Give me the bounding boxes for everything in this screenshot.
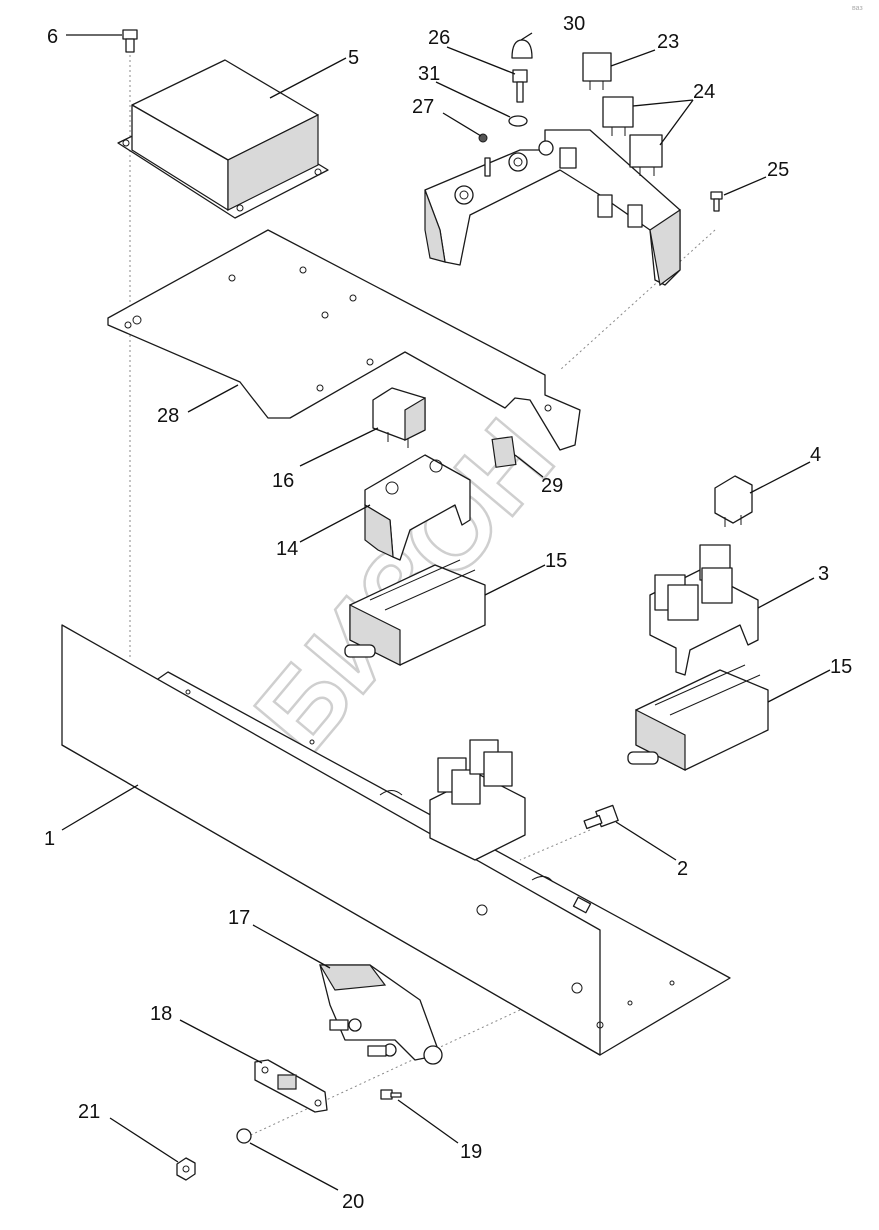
callout-18: 18	[150, 1003, 172, 1025]
callout-24: 24	[693, 81, 715, 103]
part-28-mounting-plate	[107, 229, 581, 451]
part-15-fuse-holder-lower	[627, 664, 769, 771]
part-17-fuse-box	[318, 964, 443, 1065]
part-19-screw	[380, 1089, 402, 1100]
part-1-main-bracket	[61, 624, 731, 1056]
part-2-bolt	[583, 804, 619, 830]
callout-5: 5	[348, 47, 359, 69]
callout-15-lower: 15	[830, 656, 852, 678]
part-15-fuse-holder-upper	[344, 559, 486, 666]
part-29-pad	[491, 436, 517, 468]
callout-19: 19	[460, 1141, 482, 1163]
callout-15-upper: 15	[545, 550, 567, 572]
callout-25: 25	[767, 159, 789, 181]
callout-27: 27	[412, 96, 434, 118]
relay-block-upper	[424, 129, 681, 287]
relay-block-on-bracket	[429, 739, 526, 861]
part-23-relay	[582, 52, 612, 90]
part-3-relay-block	[649, 544, 759, 676]
part-31-washer	[508, 115, 528, 127]
callout-28: 28	[157, 405, 179, 427]
callout-20: 20	[342, 1191, 364, 1213]
callout-2: 2	[677, 858, 688, 880]
part-6-bolt	[122, 29, 138, 53]
callout-labels: 6 5 30 26 23 31 24 27 25 28 16 29 4 14 1…	[44, 13, 852, 1213]
leader-lines	[61, 32, 831, 1191]
assembly-line-right	[559, 229, 716, 371]
part-25-screw	[710, 191, 723, 212]
part-26-screw	[512, 69, 528, 103]
callout-21: 21	[78, 1101, 100, 1123]
part-18-fuse-link	[254, 1059, 328, 1113]
callout-4: 4	[810, 444, 821, 466]
callout-26: 26	[428, 27, 450, 49]
callout-17: 17	[228, 907, 250, 929]
part-24-relay-b	[629, 134, 663, 176]
callout-14: 14	[276, 538, 298, 560]
callout-6: 6	[47, 26, 58, 48]
part-14-socket-block	[364, 454, 471, 561]
part-16-relay	[372, 387, 426, 448]
part-30-cap	[511, 39, 533, 59]
callout-23: 23	[657, 31, 679, 53]
callout-3: 3	[818, 563, 829, 585]
part-5-control-box	[117, 59, 329, 219]
callout-16: 16	[272, 470, 294, 492]
corner-mark: ваз	[852, 5, 863, 12]
callout-29: 29	[541, 475, 563, 497]
assembly-line-bottom	[239, 1009, 521, 1141]
callout-1: 1	[44, 828, 55, 850]
part-24-relay-a	[602, 96, 634, 136]
part-4-relay	[714, 475, 753, 527]
part-21-nut	[176, 1157, 196, 1181]
callout-30: 30	[563, 13, 585, 35]
part-20-lock-washer	[236, 1128, 252, 1144]
assembly-line-bolt	[519, 829, 591, 861]
callout-31: 31	[418, 63, 440, 85]
